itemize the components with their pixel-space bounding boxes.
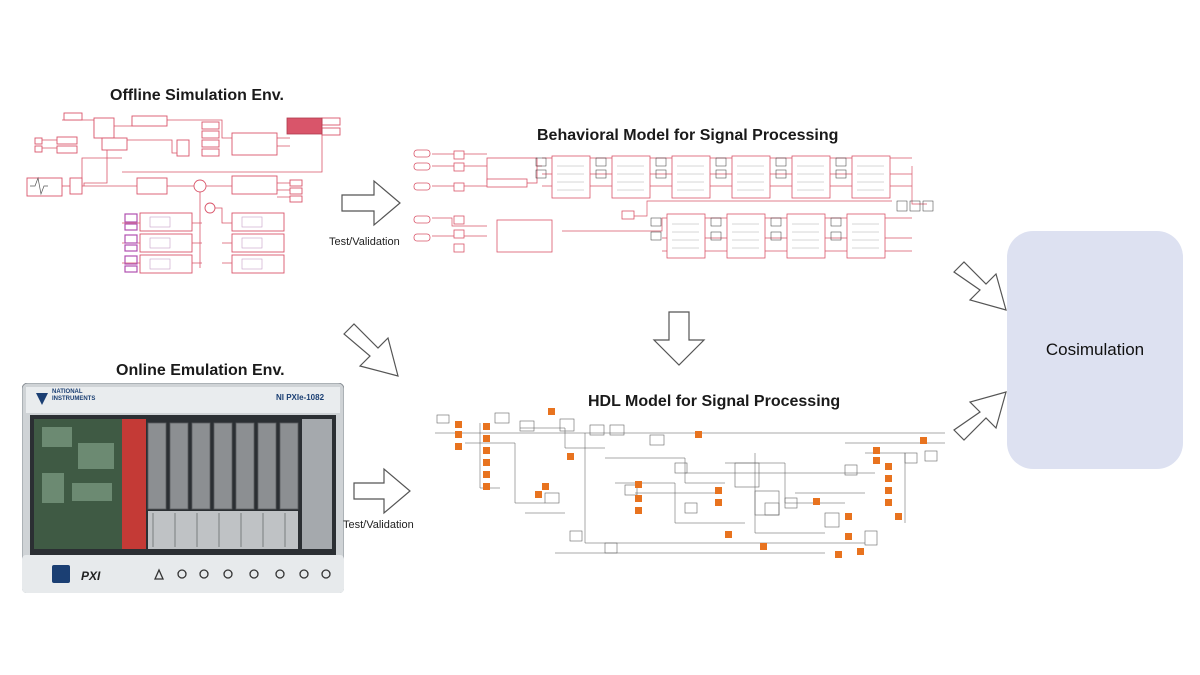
arrow-behavioral-to-hdl <box>652 311 706 366</box>
test-validation-label-bottom: Test/Validation <box>343 519 414 531</box>
ni-brand-text: NATIONAL INSTRUMENTS <box>52 389 96 402</box>
offline-simulink-diagram <box>22 108 367 288</box>
ni-pxie-chassis <box>21 382 345 594</box>
behavioral-model-diagram <box>412 146 942 270</box>
online-emulation-title: Online Emulation Env. <box>116 362 285 379</box>
arrow-hdl-to-cosim <box>953 391 1007 441</box>
pxi-logo: PXI <box>81 569 101 583</box>
arrow-online-to-behavioral <box>343 323 399 377</box>
arrow-online-to-hdl <box>353 467 411 515</box>
cosimulation-label: Cosimulation <box>1045 340 1145 359</box>
behavioral-model-title: Behavioral Model for Signal Processing <box>537 127 839 144</box>
hdl-model-diagram <box>425 403 955 563</box>
test-validation-label-top: Test/Validation <box>329 236 400 248</box>
cosimulation-box: Cosimulation <box>1007 231 1183 469</box>
hdl-model-title: HDL Model for Signal Processing <box>588 393 841 410</box>
arrow-behavioral-to-cosim <box>953 261 1007 311</box>
arrow-offline-to-behavioral <box>341 179 401 227</box>
chassis-model-label: NI PXIe-1082 <box>276 393 325 402</box>
offline-sim-title: Offline Simulation Env. <box>110 87 284 104</box>
